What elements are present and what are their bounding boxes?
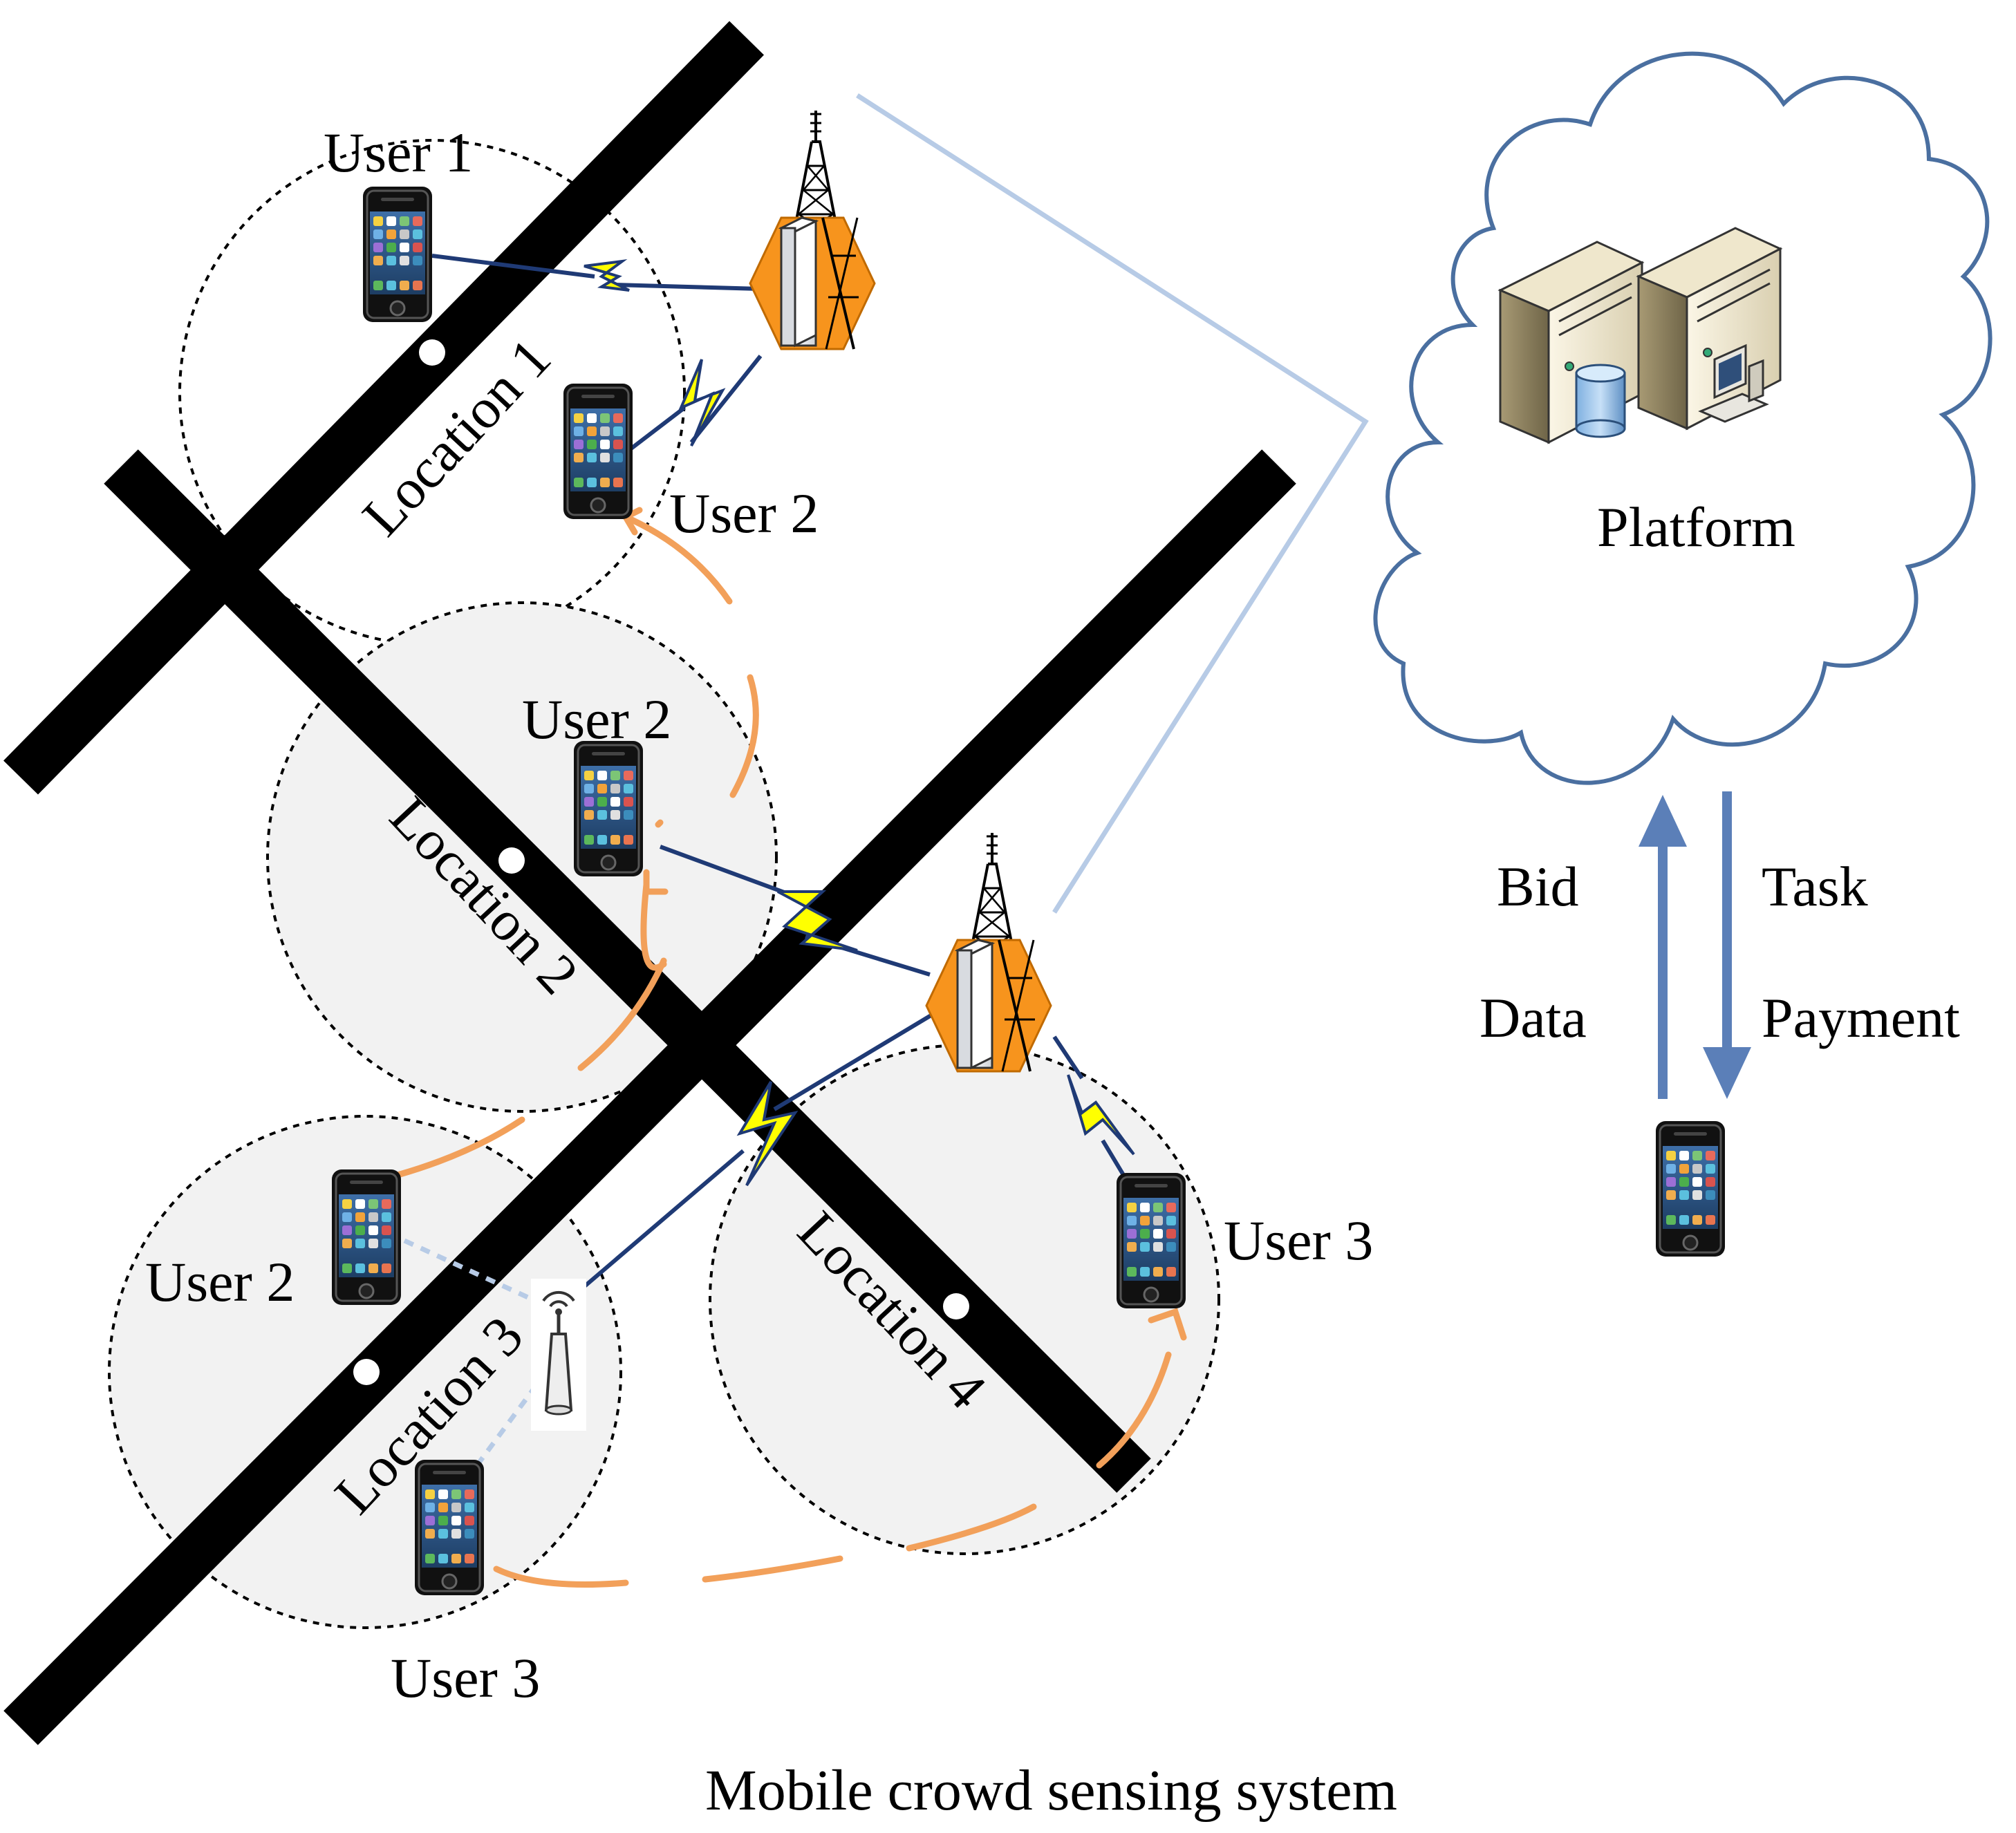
wifi-link-line <box>403 1238 534 1302</box>
trajectory-arrowhead <box>643 869 669 895</box>
label-user-1: User 1 <box>324 121 473 184</box>
lightning-icon <box>584 259 630 292</box>
link-line <box>624 406 686 455</box>
label-platform: Platform <box>1597 496 1795 558</box>
roads <box>3 21 1296 1745</box>
label-data: Data <box>1480 986 1587 1049</box>
lightning-icon <box>678 359 726 446</box>
phone-icon <box>362 185 433 323</box>
phone-icon <box>1654 1120 1726 1258</box>
download-arrowhead <box>1703 1047 1751 1099</box>
label-user-3-location-4: User 3 <box>1224 1209 1373 1272</box>
server-icon <box>1497 241 1645 444</box>
link-line <box>1052 1035 1084 1080</box>
platform-link-line <box>856 93 1369 914</box>
cell-tower-icon <box>925 831 1052 1073</box>
lightning-icon <box>736 1080 799 1187</box>
location-3-marker <box>353 1359 380 1385</box>
wifi-access-point-icon <box>531 1279 586 1431</box>
caption: Mobile crowd sensing system <box>705 1758 1397 1823</box>
trajectory-segment <box>493 1566 629 1588</box>
link-line <box>613 283 761 291</box>
phone-icon <box>562 382 634 520</box>
road-south <box>3 449 1296 1745</box>
user-trajectory <box>394 507 1187 1588</box>
phone-icon <box>572 740 644 878</box>
label-user-2-location-3: User 2 <box>145 1250 295 1313</box>
trajectory-segment <box>655 819 664 828</box>
cell-tower-icon <box>749 109 876 350</box>
lightning-icon <box>777 890 858 952</box>
location-1-marker <box>419 339 445 366</box>
trajectory-segment <box>622 514 733 605</box>
trajectory-segment <box>577 957 667 1071</box>
label-user-3-location-3: User 3 <box>391 1646 540 1709</box>
upload-arrowhead <box>1639 795 1687 847</box>
phone-icon <box>413 1458 485 1597</box>
label-task: Task <box>1762 855 1868 918</box>
link-line <box>1101 1139 1126 1176</box>
lightning-icon <box>1067 1074 1135 1156</box>
wireless-links <box>403 254 1135 1467</box>
location-4-marker <box>943 1293 969 1319</box>
link-line <box>659 845 793 897</box>
trajectory-segment <box>906 1503 1037 1552</box>
location-2-marker <box>498 847 525 874</box>
phone-icon <box>330 1168 402 1306</box>
trajectory-arrowhead <box>1148 1308 1187 1341</box>
database-icon <box>1575 364 1626 438</box>
trajectory-segment <box>702 1555 843 1583</box>
label-user-2-location-2: User 2 <box>522 688 671 751</box>
computer-icon <box>1698 344 1769 423</box>
phone-icon <box>1115 1172 1187 1310</box>
link-line <box>773 1004 949 1111</box>
trajectory-segment <box>394 1116 525 1178</box>
label-payment: Payment <box>1762 986 1960 1049</box>
link-line <box>431 254 595 279</box>
trajectory-segment <box>729 674 759 798</box>
label-user-2-location-1: User 2 <box>669 482 819 545</box>
trajectory-segment <box>1096 1351 1172 1469</box>
platform-arrows <box>1639 791 1751 1099</box>
label-bid: Bid <box>1497 855 1578 918</box>
road-north <box>3 21 764 795</box>
link-line <box>576 1149 745 1295</box>
